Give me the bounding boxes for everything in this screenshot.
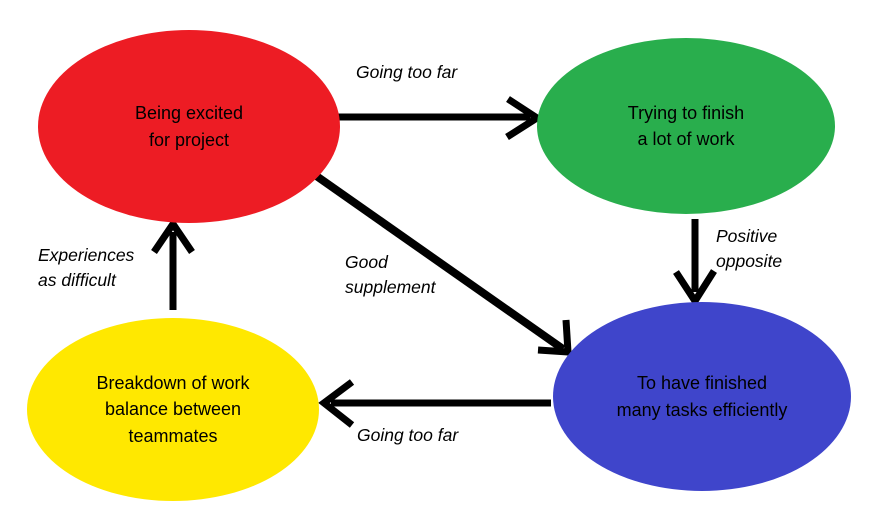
arrow-blue-to-yellow bbox=[318, 379, 551, 428]
edge-label-green-to-blue: Positive opposite bbox=[716, 226, 783, 272]
arrow-yellow-to-red bbox=[151, 217, 195, 310]
arrow-green-to-blue bbox=[673, 219, 717, 308]
node-breakdown-of-work-balance[interactable]: Breakdown of work balance between teamma… bbox=[27, 318, 319, 501]
node-being-excited-for-project[interactable]: Being excited for project bbox=[38, 30, 340, 223]
node-to-have-finished-many-tasks[interactable]: To have finished many tasks efficiently bbox=[553, 302, 851, 491]
edge-label-blue-to-yellow: Going too far bbox=[357, 425, 459, 445]
node-trying-to-finish-a-lot-of-work[interactable]: Trying to finish a lot of work bbox=[537, 38, 835, 214]
edge-label-red-to-blue: Good supplement bbox=[345, 252, 436, 298]
edge-label-red-to-green: Going too far bbox=[356, 62, 458, 82]
edge-label-yellow-to-red: Experiences as difficult bbox=[38, 245, 135, 291]
arrow-red-to-green bbox=[337, 96, 544, 140]
